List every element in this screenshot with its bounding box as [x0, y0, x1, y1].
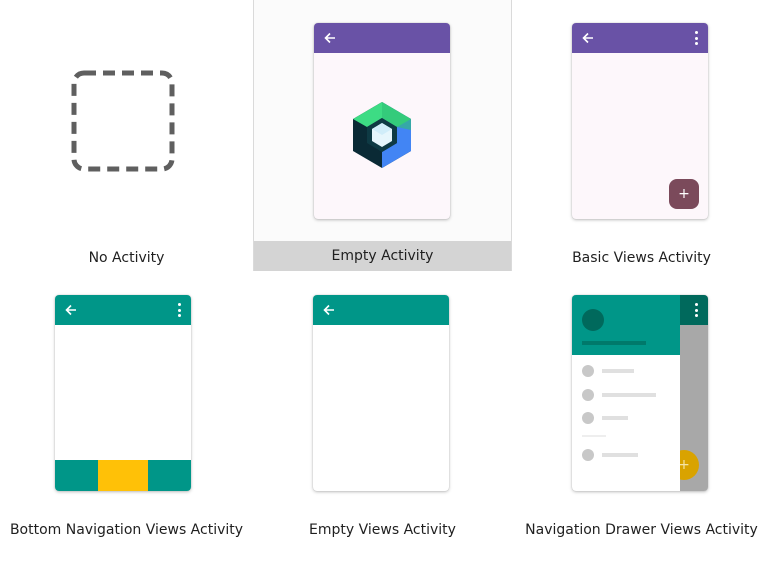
drawer-item: [582, 412, 594, 424]
template-label: Empty Views Activity: [309, 522, 456, 538]
drawer-item: [582, 389, 594, 401]
app-bar: [572, 23, 708, 53]
template-navigation-drawer-views-activity[interactable]: + Navigation Drawer Views Activity: [512, 271, 771, 562]
template-no-activity[interactable]: No Activity: [0, 0, 253, 271]
drawer-header: [572, 295, 680, 355]
drawer-item-line: [602, 369, 634, 373]
template-basic-views-activity[interactable]: + Basic Views Activity: [512, 0, 771, 271]
drawer-item: [582, 365, 594, 377]
app-bar: [313, 295, 449, 325]
navigation-drawer: [572, 295, 680, 491]
drawer-divider: [582, 435, 606, 437]
avatar: [582, 309, 604, 331]
template-label: Navigation Drawer Views Activity: [525, 522, 758, 538]
template-label: Empty Activity: [254, 241, 511, 271]
drawer-item-line: [602, 416, 628, 420]
app-bar: [314, 23, 450, 53]
back-arrow-icon: [65, 304, 76, 316]
back-arrow-icon: [323, 304, 334, 316]
phone-preview: [55, 295, 191, 491]
drawer-item: [582, 449, 594, 461]
more-vert-icon: [695, 303, 698, 317]
compose-logo-icon: [353, 102, 411, 168]
phone-preview: [314, 23, 450, 219]
plus-icon: +: [678, 186, 690, 202]
phone-preview: +: [572, 23, 708, 219]
plus-icon: +: [678, 457, 690, 473]
drawer-item-line: [602, 393, 656, 397]
template-bottom-navigation-views-activity[interactable]: Bottom Navigation Views Activity: [0, 271, 253, 562]
more-vert-icon: [695, 31, 698, 45]
app-bar: [55, 295, 191, 325]
phone-preview: [313, 295, 449, 491]
phone-preview: +: [572, 295, 708, 491]
template-label: Basic Views Activity: [572, 250, 711, 266]
fab: +: [669, 179, 699, 209]
template-empty-activity[interactable]: Empty Activity: [253, 0, 512, 271]
header-text-line: [582, 341, 646, 345]
more-vert-icon: [178, 303, 181, 317]
bottom-navigation-bar: [55, 460, 191, 491]
drawer-item-line: [602, 453, 638, 457]
bottom-nav-selected-item: [98, 460, 148, 491]
dashed-square-icon: [71, 70, 175, 172]
back-arrow-icon: [582, 32, 593, 44]
template-label: Bottom Navigation Views Activity: [9, 522, 244, 538]
back-arrow-icon: [324, 32, 335, 44]
template-empty-views-activity[interactable]: Empty Views Activity: [253, 271, 512, 562]
template-label: No Activity: [88, 250, 165, 266]
